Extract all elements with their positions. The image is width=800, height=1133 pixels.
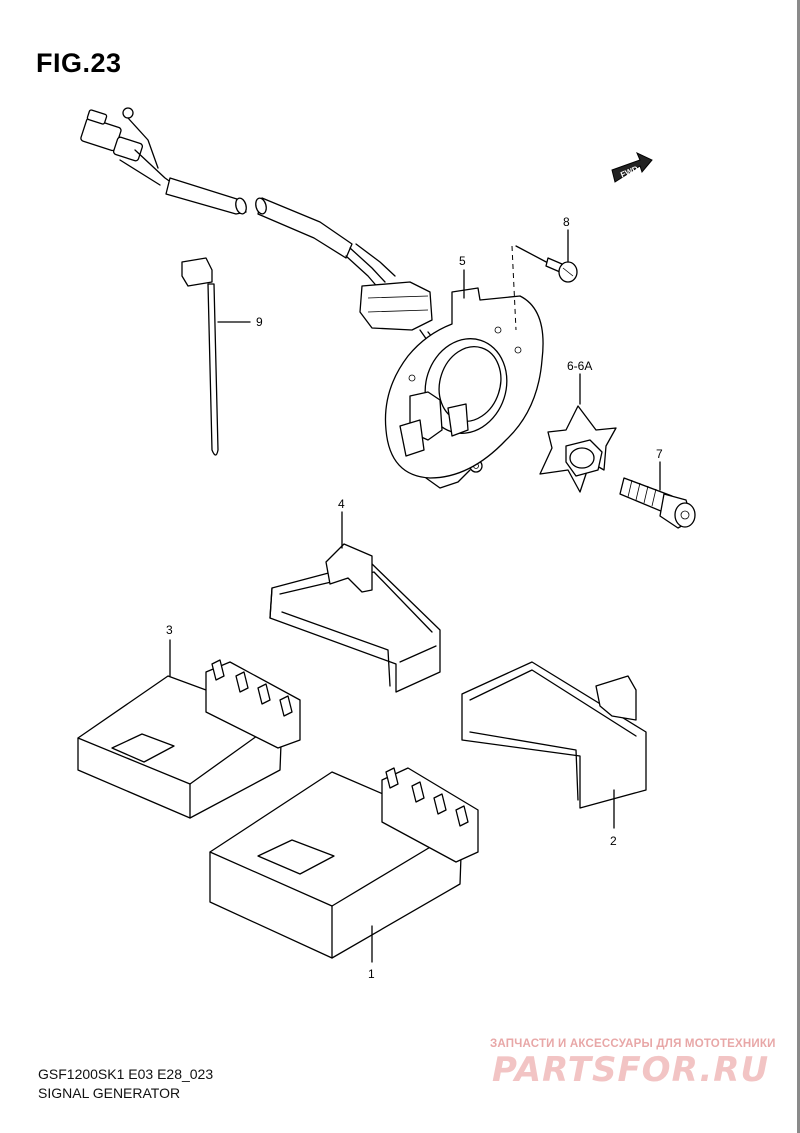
callout-part-5: 5: [459, 254, 466, 268]
callout-part-6-6a: 6-6A: [567, 359, 592, 373]
watermark-logo: PARTSFOR.RU: [492, 1050, 770, 1090]
page-border: [797, 0, 800, 1133]
signal-generator-plate: 5: [384, 245, 551, 479]
igniter-holder-upper: 4: [269, 497, 441, 693]
callout-part-2: 2: [610, 834, 617, 848]
cable-tie: 9: [181, 257, 263, 456]
callout-part-3: 3: [166, 623, 173, 637]
igniter-unit-e03: 3: [77, 623, 301, 819]
callout-part-8: 8: [563, 215, 570, 229]
figure-name: SIGNAL GENERATOR: [38, 1085, 181, 1101]
figure-code: GSF1200SK1 E03 E28_023: [38, 1066, 214, 1082]
forward-arrow-icon: FWD: [611, 151, 653, 183]
screw-small: 8: [545, 215, 578, 283]
callout-part-7: 7: [656, 447, 663, 461]
callout-part-1: 1: [368, 967, 375, 981]
figure-title: FIG.23: [36, 48, 122, 78]
watermark-tagline: ЗАПЧАСТИ И АКСЕССУАРЫ ДЛЯ МОТОТЕХНИКИ: [490, 1038, 776, 1050]
igniter-holder-lower: 2: [461, 661, 647, 848]
callout-part-9: 9: [256, 315, 263, 329]
rotor-bolt: 7: [619, 447, 696, 529]
igniter-unit-e28: 1: [209, 767, 479, 981]
signal-rotor: 6-6A: [539, 359, 617, 493]
callout-part-4: 4: [338, 497, 345, 511]
